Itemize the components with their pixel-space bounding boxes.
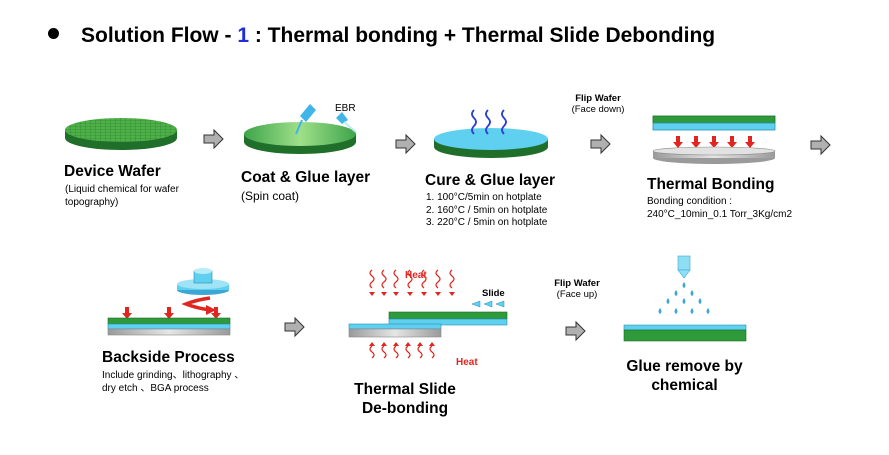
flip-wafer-note-down: Flip Wafer (Face down): [563, 93, 633, 115]
title-line: Glue remove by: [626, 358, 743, 375]
desc-line: Bonding condition :: [647, 196, 733, 207]
bullet-icon: [48, 27, 59, 39]
title-suffix: : Thermal bonding + Thermal Slide Debond…: [249, 24, 716, 47]
flow-arrow-6: [565, 321, 586, 341]
desc-line: 1. 100°C/5min on hotplate: [426, 192, 542, 203]
thermal-bonding-graphic: [652, 115, 776, 164]
cure-glue-graphic: [434, 109, 548, 158]
title-line: Thermal Slide: [354, 381, 456, 398]
title-number: 1: [237, 24, 249, 47]
step-device-wafer-title: Device Wafer: [64, 163, 161, 180]
note-sub-line: (Face down): [571, 104, 625, 115]
coat-glue-graphic: [244, 104, 357, 154]
title-prefix: Solution Flow -: [81, 24, 238, 47]
desc-line: topography): [65, 196, 119, 208]
step-coat-glue-desc: (Spin coat): [241, 189, 300, 203]
step-glue-remove-title: Glue remove by chemical: [612, 357, 757, 395]
flip-wafer-note-up: Flip Wafer (Face up): [542, 278, 612, 300]
device-wafer-graphic: [65, 118, 177, 150]
desc-line: 3. 220°C / 5min on hotplate: [426, 217, 548, 228]
desc-line: (Liquid chemical for wafer: [65, 184, 179, 195]
backside-process-graphic: [107, 268, 231, 336]
flow-arrow-3: [590, 134, 611, 154]
desc-line: dry etch 、BGA process: [102, 382, 209, 394]
step-backside-title: Backside Process: [102, 349, 235, 366]
slide-label: Slide: [482, 288, 505, 299]
flow-arrow-2: [395, 134, 416, 154]
page-title: Solution Flow - 1 : Thermal bonding + Th…: [48, 24, 715, 48]
step-coat-glue-title: Coat & Glue layer: [241, 169, 371, 186]
title-line: chemical: [651, 377, 718, 394]
step-thermal-bonding-desc: Bonding condition : 240°C_10min_0.1 Torr…: [647, 196, 792, 221]
flow-arrow-4: [810, 135, 831, 155]
step-cure-glue-desc: 1. 100°C/5min on hotplate 2. 160°C / 5mi…: [426, 192, 547, 230]
title-line: De-bonding: [361, 400, 449, 417]
heat-label-bottom: Heat: [456, 357, 478, 368]
step-device-wafer-desc: (Liquid chemical for wafer topography): [65, 184, 179, 209]
step-thermal-slide-title: Thermal Slide De-bonding: [335, 380, 475, 418]
note-line: Flip Wafer: [575, 93, 621, 104]
note-sub-line: (Face up): [556, 289, 598, 300]
ebr-tag: EBR: [335, 103, 356, 114]
note-line: Flip Wafer: [554, 278, 600, 289]
step-cure-glue-title: Cure & Glue layer: [425, 172, 556, 189]
desc-line: 2. 160°C / 5min on hotplate: [426, 204, 548, 216]
step-backside-desc: Include grinding、lithography 、 dry etch …: [102, 370, 244, 395]
desc-line: 240°C_10min_0.1 Torr_3Kg/cm2: [647, 208, 793, 220]
thermal-slide-graphic: [348, 269, 508, 359]
desc-line: Include grinding、lithography 、: [102, 370, 245, 381]
flow-arrow-1: [203, 129, 224, 149]
step-thermal-bonding-title: Thermal Bonding: [647, 176, 775, 193]
flow-arrow-5: [284, 317, 305, 337]
heat-label-top: Heat: [405, 270, 427, 281]
glue-remove-graphic: [623, 255, 747, 342]
